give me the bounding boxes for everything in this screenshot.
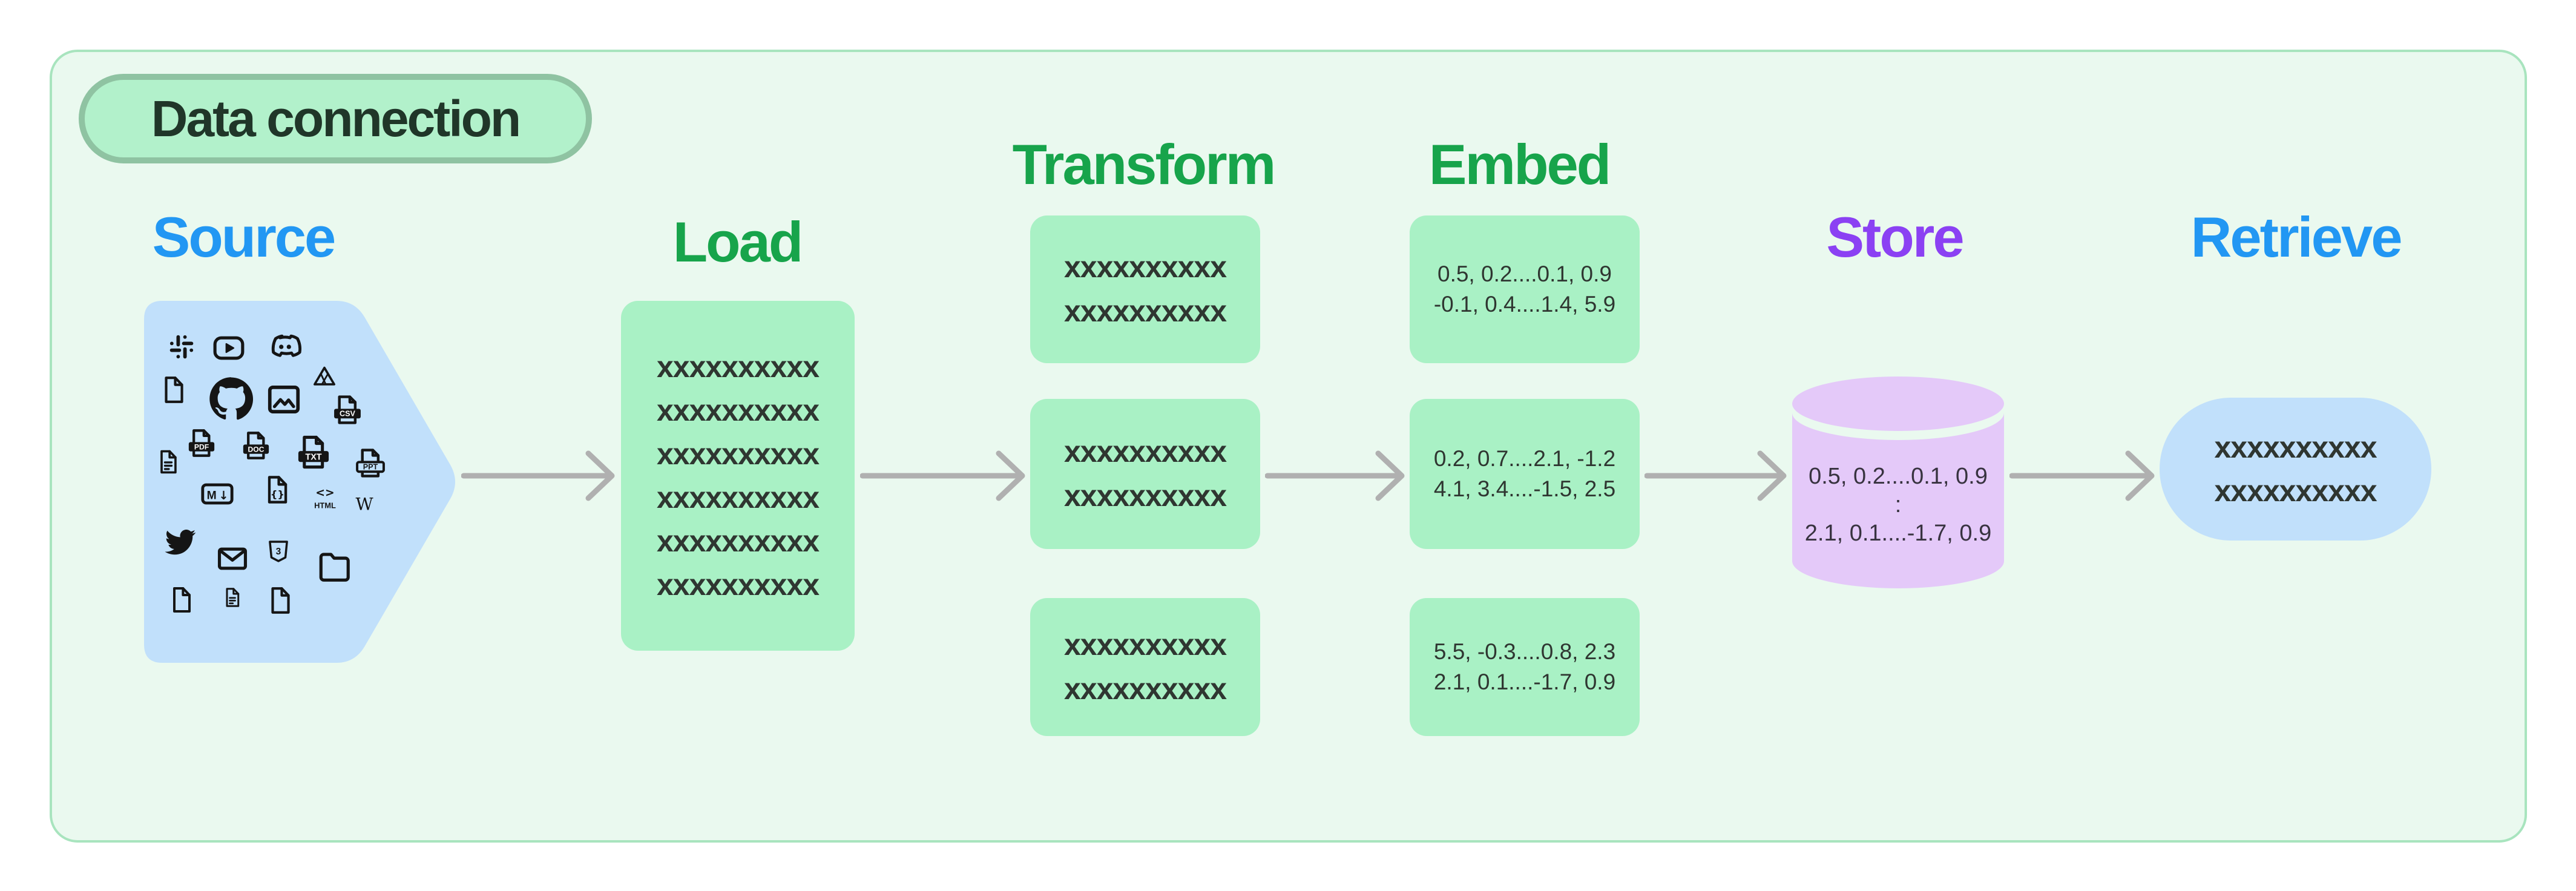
- retrieve-heading: Retrieve: [2190, 205, 2403, 269]
- text-line: 0.5, 0.2....0.1, 0.9: [1809, 463, 1988, 489]
- transform-box-2: xxxxxxxxxx xxxxxxxxxx: [1030, 399, 1260, 549]
- text-line: xxxxxxxxxx: [1063, 479, 1227, 513]
- flow-arrow: [1644, 449, 1787, 503]
- css3-icon: 3: [265, 538, 292, 565]
- store-heading: Store: [1826, 205, 1964, 269]
- github-icon: [206, 373, 257, 424]
- text-line: 2.1, 0.1....-1.7, 0.9: [1433, 669, 1616, 694]
- text-line: xxxxxxxxxx: [656, 437, 820, 471]
- text-line: 0.5, 0.2....0.1, 0.9: [1438, 261, 1612, 286]
- source-heading: Source: [152, 205, 337, 269]
- text-line: 2.1, 0.1....-1.7, 0.9: [1804, 520, 1992, 546]
- slack-icon: [167, 332, 196, 361]
- text-line: :: [1894, 492, 1902, 518]
- svg-text:{}: {}: [271, 488, 284, 500]
- file-icon: [159, 375, 189, 405]
- svg-text:DOC: DOC: [248, 445, 264, 453]
- data-connection-panel: [50, 50, 2527, 843]
- svg-text:3: 3: [276, 547, 281, 557]
- database-icon: [1792, 376, 2004, 588]
- badge-label: Data connection: [151, 90, 521, 147]
- transform-heading: Transform: [1012, 133, 1276, 196]
- svg-text:M: M: [207, 490, 217, 502]
- flow-arrow: [860, 449, 1025, 503]
- text-line: xxxxxxxxxx: [1063, 628, 1227, 662]
- transform-box-3: xxxxxxxxxx xxxxxxxxxx: [1030, 598, 1260, 736]
- text-line: xxxxxxxxxx: [1063, 250, 1227, 284]
- image-icon: [265, 381, 303, 418]
- source-shape: CSV PDF DOC TXT PPT M↓ {} <> HTML W 3: [144, 301, 460, 663]
- svg-text:CSV: CSV: [340, 410, 355, 418]
- text-line: 0.2, 0.7....2.1, -1.2: [1433, 446, 1616, 471]
- flow-arrow: [1265, 449, 1405, 503]
- doc-file-icon: DOC: [240, 429, 272, 462]
- flow-arrow: [461, 449, 615, 503]
- load-heading: Load: [672, 210, 804, 274]
- email-icon: [215, 542, 249, 576]
- text-line: xxxxxxxxxx: [1063, 672, 1227, 706]
- twitter-icon: [162, 524, 199, 560]
- store-values: 0.5, 0.2....0.1, 0.9:2.1, 0.1....-1.7, 0…: [1792, 424, 2005, 586]
- data-connection-badge: Data connection: [79, 74, 592, 163]
- youtube-icon: [212, 331, 246, 365]
- svg-text:W: W: [355, 495, 373, 515]
- wikipedia-icon: W: [352, 491, 376, 515]
- svg-text:↓: ↓: [218, 488, 228, 502]
- vector-database-cylinder: [1792, 375, 2005, 588]
- html-icon: <> HTML: [310, 482, 340, 513]
- svg-text:TXT: TXT: [305, 452, 321, 462]
- file-lines-icon: [155, 449, 182, 475]
- markdown-icon: M↓: [200, 476, 235, 511]
- text-line: xxxxxxxxxx: [656, 568, 820, 602]
- embed-heading: Embed: [1428, 133, 1611, 196]
- flow-arrow: [2009, 449, 2155, 503]
- text-line: xxxxxxxxxx: [2214, 430, 2377, 464]
- svg-text:PDF: PDF: [194, 442, 209, 451]
- folder-icon: [316, 547, 353, 584]
- text-line: 5.5, -0.3....0.8, 2.3: [1433, 639, 1616, 664]
- embed-box-1: 0.5, 0.2....0.1, 0.9 -0.1, 0.4....1.4, 5.…: [1410, 215, 1640, 363]
- embed-box-2: 0.2, 0.7....2.1, -1.2 4.1, 3.4....-1.5, 2…: [1410, 399, 1640, 549]
- ppt-file-icon: PPT: [353, 446, 387, 480]
- source-pentagon-shape: [144, 301, 455, 663]
- text-line: xxxxxxxxxx: [656, 350, 820, 384]
- svg-text:HTML: HTML: [314, 501, 336, 510]
- svg-text:PPT: PPT: [363, 463, 378, 472]
- pdf-file-icon: PDF: [185, 427, 218, 459]
- text-line: xxxxxxxxxx: [656, 393, 820, 427]
- embed-box-3: 5.5, -0.3....0.8, 2.3 2.1, 0.1....-1.7, 0…: [1410, 598, 1640, 736]
- text-line: -0.1, 0.4....1.4, 5.9: [1433, 292, 1616, 317]
- text-line: xxxxxxxxxx: [656, 524, 820, 558]
- google-drive-icon: [311, 364, 338, 390]
- load-box: xxxxxxxxxx xxxxxxxxxx xxxxxxxxxx xxxxxxxxxx…: [621, 301, 855, 651]
- transform-box-1: xxxxxxxxxx xxxxxxxxxx: [1030, 215, 1260, 363]
- text-line: xxxxxxxxxx: [1063, 435, 1227, 469]
- txt-file-icon: TXT: [294, 433, 333, 472]
- text-line: xxxxxxxxxx: [1063, 294, 1227, 328]
- retrieve-box: xxxxxxxxxx xxxxxxxxxx: [2160, 398, 2431, 541]
- svg-text:<>: <>: [315, 487, 334, 499]
- text-line: 4.1, 3.4....-1.5, 2.5: [1433, 476, 1616, 501]
- code-file-icon: {}: [261, 474, 293, 505]
- file-icon: [167, 585, 196, 614]
- file-lines-icon: [222, 587, 243, 608]
- csv-file-icon: CSV: [330, 393, 364, 427]
- file-icon: [265, 585, 295, 616]
- discord-icon: [268, 330, 303, 365]
- text-line: xxxxxxxxxx: [656, 481, 820, 515]
- text-line: xxxxxxxxxx: [2214, 474, 2377, 508]
